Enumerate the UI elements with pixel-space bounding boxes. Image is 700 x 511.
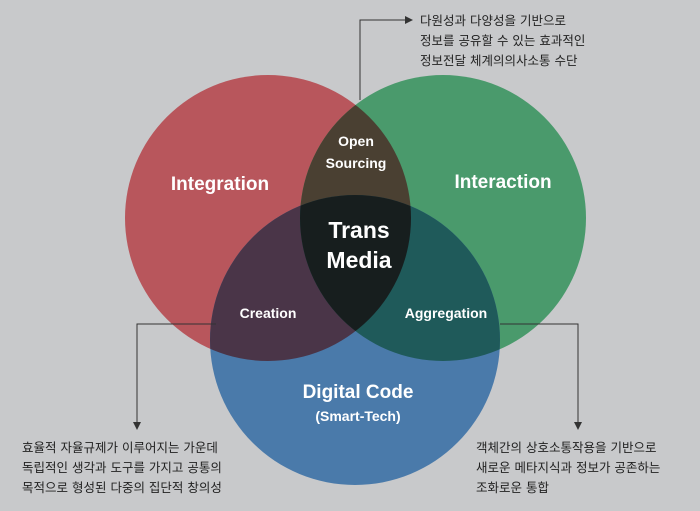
right-callout-line [500, 323, 579, 422]
right-note-line-3: 조화로운 통합 [476, 480, 549, 495]
top-note-line-1: 다원성과 다양성을 기반으로 [420, 13, 566, 28]
trans-label: Trans [328, 217, 389, 243]
left-note-line-1: 효율적 자율규제가 이루어지는 가운데 [22, 440, 218, 455]
media-label: Media [326, 247, 391, 273]
aggregation-label: Aggregation [405, 305, 487, 321]
left-callout-line [136, 323, 216, 422]
right-note-line-1: 객체간의 상호소통작용을 기반으로 [476, 440, 656, 455]
top-callout-arrowhead [405, 16, 413, 24]
integration-label: Integration [171, 174, 269, 195]
left-callout-arrowhead [133, 422, 141, 430]
smart-tech-label: (Smart-Tech) [315, 408, 400, 424]
open-label: Open [338, 133, 374, 149]
top-note-line-2: 정보를 공유할 수 있는 효과적인 [420, 33, 585, 48]
top-note-line-3: 정보전달 체계의의사소통 수단 [420, 53, 578, 68]
right-note-line-2: 새로운 메타지식과 정보가 공존하는 [476, 460, 660, 475]
right-callout-arrowhead [574, 422, 582, 430]
top-callout-line [359, 19, 405, 100]
left-note-line-2: 독립적인 생각과 도구를 가지고 공통의 [22, 460, 222, 475]
left-note-line-3: 목적으로 형성된 다중의 집단적 창의성 [22, 480, 222, 495]
interaction-label: Interaction [454, 172, 551, 193]
creation-label: Creation [240, 305, 297, 321]
digital-code-label: Digital Code [303, 382, 414, 403]
sourcing-label: Sourcing [326, 155, 387, 171]
